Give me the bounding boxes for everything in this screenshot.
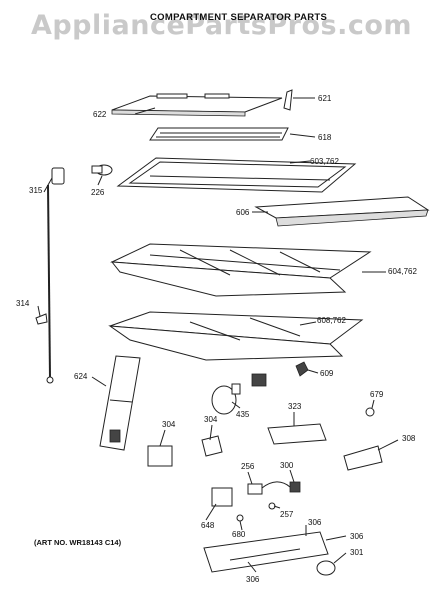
label-680: 680 (232, 530, 246, 539)
label-306-a: 306 (308, 518, 322, 527)
label-604: 604,762 (388, 267, 417, 276)
label-300: 300 (280, 461, 294, 470)
label-304-b: 304 (204, 415, 218, 424)
diagram-title: COMPARTMENT SEPARATOR PARTS (150, 12, 328, 23)
part-648-motor (211, 487, 233, 507)
label-304-a: 304 (162, 420, 176, 429)
part-315-rod (46, 167, 65, 384)
leader-lines (37, 97, 399, 573)
part-603-shelf (116, 157, 357, 193)
part-621-arm (283, 89, 293, 111)
part-624-bracket (99, 355, 141, 451)
label-648: 648 (201, 521, 215, 530)
label-435: 435 (236, 410, 250, 419)
part-304-block (147, 445, 173, 467)
part-323-housing (267, 423, 327, 445)
label-618: 618 (318, 133, 332, 142)
label-603: 603,762 (310, 157, 339, 166)
part-609-socket (295, 361, 309, 377)
label-622: 622 (93, 110, 107, 119)
part-256-switch (247, 483, 263, 495)
part-301-knob (316, 560, 336, 576)
part-608-separator (108, 311, 364, 361)
part-622-cover (111, 93, 283, 117)
label-315: 315 (29, 186, 43, 195)
label-609: 609 (320, 369, 334, 378)
art-number: (ART NO. WR18143 C14) (34, 538, 122, 547)
label-608: 608,762 (317, 316, 346, 325)
part-435-bulb (211, 373, 267, 415)
label-624: 624 (74, 372, 88, 381)
part-226-knob (91, 164, 113, 176)
part-680-screw (236, 514, 244, 522)
part-679-screw (365, 407, 375, 417)
label-314: 314 (16, 299, 30, 308)
part-314-clip (35, 313, 48, 325)
part-306-base (203, 531, 329, 573)
label-256: 256 (241, 462, 255, 471)
part-618-rail (149, 127, 289, 141)
watermark: AppliancePartsPros.com (30, 10, 413, 41)
label-226: 226 (91, 188, 105, 197)
part-308-plate (343, 445, 383, 471)
label-621: 621 (318, 94, 332, 103)
label-306-b: 306 (350, 532, 364, 541)
part-606-tray (254, 196, 430, 227)
label-257: 257 (280, 510, 294, 519)
label-606: 606 (236, 208, 250, 217)
part-304-gear (201, 435, 223, 457)
label-306-c: 306 (246, 575, 260, 584)
label-679: 679 (370, 390, 384, 399)
part-300-connector (289, 481, 301, 493)
part-604-separator (110, 243, 372, 297)
label-301: 301 (350, 548, 364, 557)
label-308: 308 (402, 434, 416, 443)
label-323: 323 (288, 402, 302, 411)
